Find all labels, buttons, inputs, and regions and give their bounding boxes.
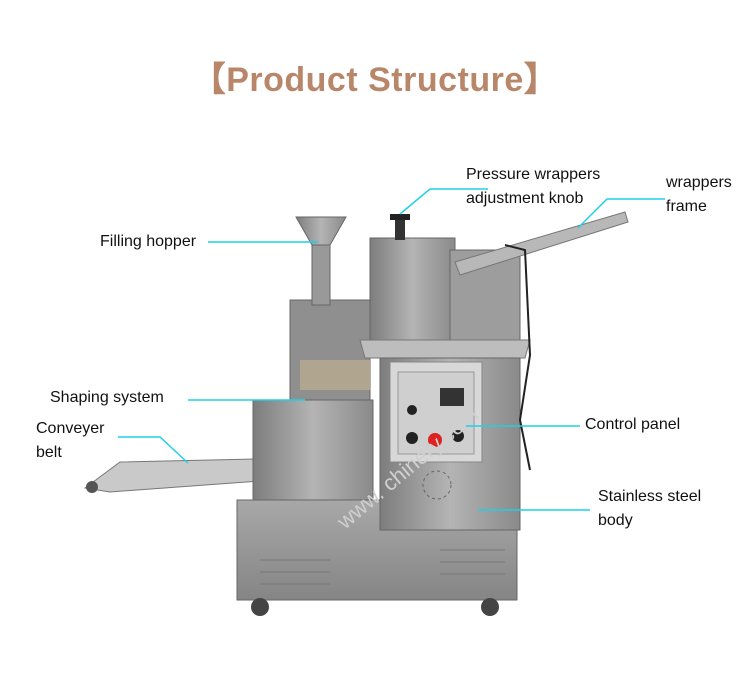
label-body: Stainless steel body: [598, 485, 701, 533]
label-line: belt: [36, 444, 62, 461]
label-pressure-knob: Pressure wrappers adjustment knob: [466, 163, 600, 211]
label-line: Stainless steel: [598, 488, 702, 505]
leader-wrappers-frame: [577, 198, 665, 229]
label-line: adjustment knob: [466, 190, 584, 207]
label-wrappers-frame: wrappers frame: [666, 171, 732, 219]
label-shaping-system: Shaping system: [50, 389, 164, 406]
label-conveyer-belt: Conveyer belt: [36, 417, 104, 465]
label-control-panel: Control panel: [585, 416, 681, 433]
leader-conveyer-belt: [118, 436, 189, 464]
label-line: body: [598, 512, 633, 529]
label-line: Pressure wrappers: [466, 166, 601, 183]
leader-pressure-knob: [399, 188, 488, 215]
label-line: Conveyer: [36, 420, 105, 437]
label-filling-hopper: Filling hopper: [100, 233, 197, 250]
page-title: 【Product Structure】: [191, 61, 559, 99]
label-line: frame: [666, 198, 707, 215]
label-line: wrappers: [666, 174, 732, 191]
